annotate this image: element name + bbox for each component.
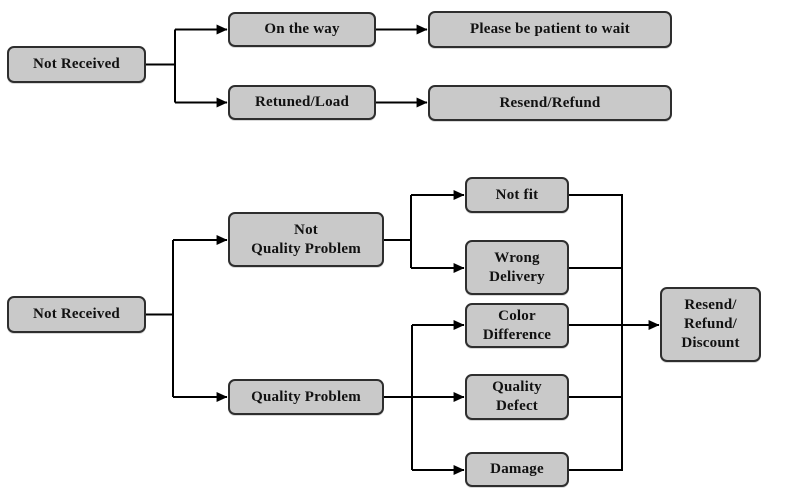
node-not-received-1-label: Not Received bbox=[33, 56, 120, 73]
node-quality-defect: Quality Defect bbox=[465, 374, 569, 420]
node-retuned-load-label: Retuned/Load bbox=[254, 94, 350, 111]
node-on-the-way: On the way bbox=[228, 12, 376, 47]
node-not-received-2: Not Received bbox=[7, 296, 146, 333]
node-damage: Damage bbox=[465, 452, 569, 487]
node-color-difference: Color Difference bbox=[465, 303, 569, 348]
node-not-received-2-label: Not Received bbox=[33, 306, 120, 323]
node-quality-problem: Quality Problem bbox=[228, 379, 384, 415]
node-not-quality-problem: Not Quality Problem bbox=[228, 212, 384, 267]
node-be-patient: Please be patient to wait bbox=[428, 11, 672, 48]
node-wrong-delivery-label: Wrong Delivery bbox=[489, 249, 545, 285]
node-not-fit-label: Not fit bbox=[495, 186, 539, 203]
node-resend-refund-discount-label: Resend/ Refund/ Discount bbox=[681, 297, 740, 351]
node-wrong-delivery: Wrong Delivery bbox=[465, 240, 569, 295]
node-resend-refund: Resend/Refund bbox=[428, 85, 672, 121]
node-be-patient-label: Please be patient to wait bbox=[470, 21, 630, 38]
node-resend-refund-discount: Resend/ Refund/ Discount bbox=[660, 287, 761, 362]
node-damage-label: Damage bbox=[490, 461, 544, 478]
node-resend-refund-label: Resend/Refund bbox=[499, 94, 601, 111]
node-color-difference-label: Color Difference bbox=[482, 307, 552, 343]
node-not-received-1: Not Received bbox=[7, 46, 146, 83]
node-retuned-load: Retuned/Load bbox=[228, 85, 376, 120]
node-not-fit: Not fit bbox=[465, 177, 569, 213]
node-not-quality-problem-label: Not Quality Problem bbox=[251, 221, 361, 257]
node-quality-defect-label: Quality Defect bbox=[492, 379, 542, 414]
node-quality-problem-label: Quality Problem bbox=[251, 388, 361, 405]
node-on-the-way-label: On the way bbox=[264, 21, 340, 38]
